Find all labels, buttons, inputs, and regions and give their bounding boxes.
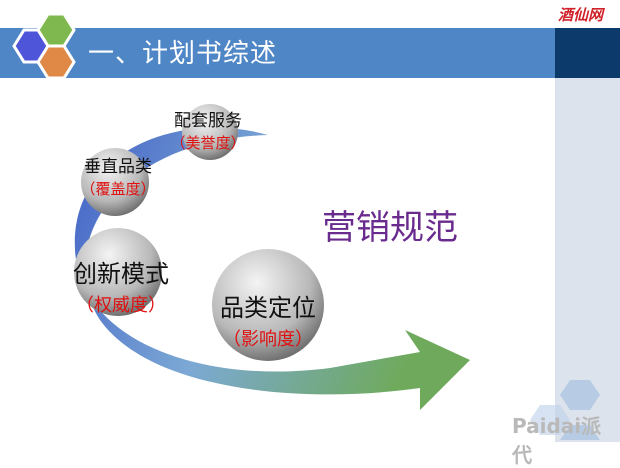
decoration — [12, 12, 600, 440]
item-service: 配套服务 （美誉度） — [148, 110, 268, 154]
page-title: 一、计划书综述 — [88, 39, 278, 69]
circle-innovation — [74, 228, 162, 316]
item-label: 创新模式 — [73, 260, 169, 288]
circle-positioning — [212, 249, 324, 361]
headline: 营销规范 — [322, 208, 458, 248]
item-sub: （影响度） — [223, 329, 313, 350]
circle-service — [182, 104, 238, 160]
item-sub: （美誉度） — [170, 134, 246, 152]
brand-logo: 酒仙网 — [558, 6, 604, 24]
item-sub: （覆盖度） — [80, 180, 156, 198]
item-innovation: 创新模式 （权威度） — [56, 258, 186, 322]
watermark: Paidai派代 — [512, 414, 602, 467]
title-bar-accent — [555, 28, 620, 78]
title-bar — [0, 28, 555, 78]
item-label: 垂直品类 — [84, 157, 152, 177]
hexagon-decoration-icon — [530, 380, 600, 440]
circle-category — [81, 148, 149, 216]
curved-arrow-icon — [74, 127, 470, 410]
hexagon-logo-icon — [12, 12, 76, 80]
item-sub: （权威度） — [76, 295, 166, 316]
item-positioning: 品类定位 （影响度） — [198, 292, 338, 356]
item-category: 垂直品类 （覆盖度） — [58, 156, 178, 200]
item-label: 配套服务 — [174, 111, 242, 131]
item-label: 品类定位 — [220, 294, 316, 322]
